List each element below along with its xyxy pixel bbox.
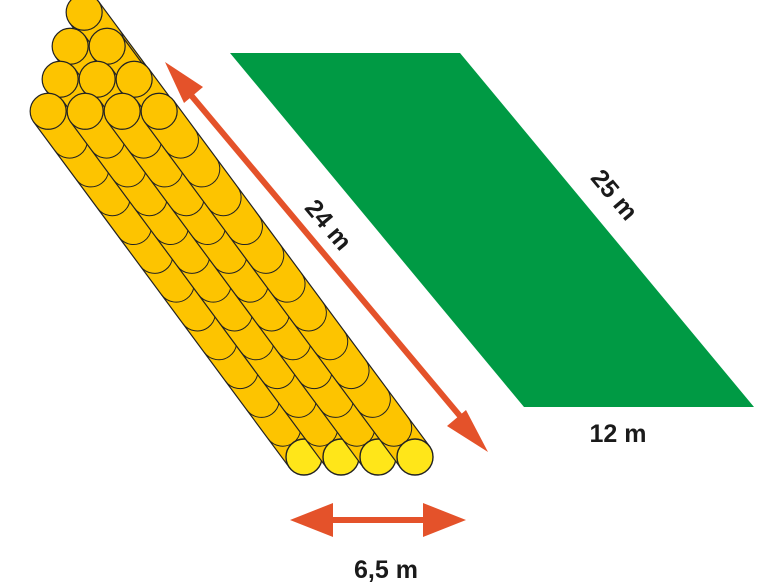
- log-back-end: [88, 27, 126, 65]
- width-arrow-label: 6,5 m: [354, 556, 418, 582]
- log-pile: [29, 0, 434, 476]
- log-segment-ring: [250, 244, 285, 274]
- log-segment-ring: [208, 186, 242, 217]
- length-arrow: [165, 62, 488, 452]
- log-back-end: [140, 92, 178, 130]
- log-back-end: [65, 0, 103, 31]
- green-field-area: [230, 53, 754, 407]
- log-back-end: [103, 92, 141, 130]
- log-back-end: [41, 60, 79, 98]
- log-segment-ring: [165, 129, 199, 159]
- log-segment-ring: [229, 215, 263, 246]
- width-arrow: [290, 503, 466, 537]
- length-arrow-shaft: [182, 86, 468, 424]
- length-arrow-head-bottom: [447, 410, 488, 452]
- log-segment-ring: [186, 157, 221, 188]
- length-arrow-label: 24 m: [299, 194, 357, 256]
- log-back-end: [78, 60, 116, 98]
- log-front-end: [396, 438, 434, 476]
- field-short-side-label: 12 m: [590, 420, 647, 448]
- log-segment-ring: [293, 301, 327, 332]
- log-segment-ring: [272, 273, 306, 303]
- log-back-end: [29, 92, 67, 130]
- log-segment-ring: [314, 330, 349, 361]
- log-segment-ring: [357, 388, 391, 418]
- log-back-end: [115, 60, 153, 98]
- width-arrow-head-right: [423, 503, 466, 537]
- log-back-end: [51, 27, 89, 65]
- log-back-end: [66, 92, 104, 130]
- width-arrow-head-left: [290, 503, 333, 537]
- log-segment-ring: [336, 359, 370, 390]
- length-arrow-head-top: [165, 62, 203, 103]
